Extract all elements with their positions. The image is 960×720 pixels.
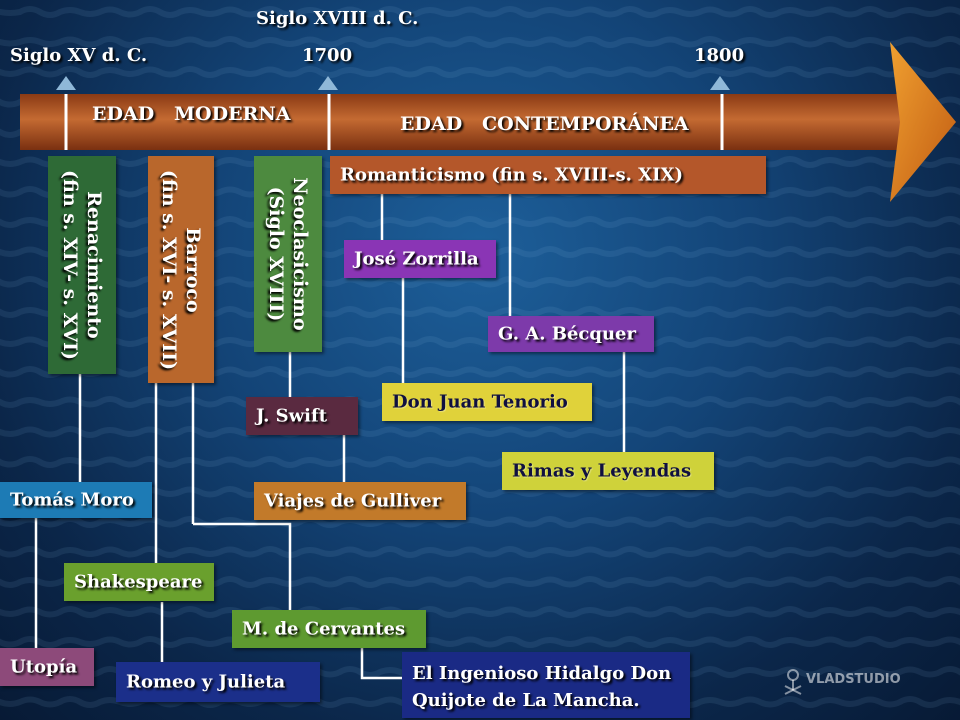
wave-line [0,276,960,288]
wave-line [0,606,960,618]
marker-triangle-1800 [710,76,730,90]
work-utopia: Utopía [0,648,94,686]
work-romeo-y-julieta: Romeo y Julieta [116,662,320,702]
marker-triangle-1700 [318,76,338,90]
work-don-juan-tenorio: Don Juan Tenorio [382,383,592,421]
wave-line [0,216,960,228]
movement-neoclasicismo: Neoclasicismo (Siglo XVIII) [254,156,322,352]
wave-line [0,66,960,78]
wave-line [0,366,960,378]
vladstudio-logo-icon [784,669,802,695]
wave-line [0,6,960,18]
timeline-arrow-body [20,94,900,150]
wave-line [0,36,960,48]
work-quijote: El Ingenioso Hidalgo Don Quijote de La M… [402,652,690,718]
work-viajes-de-gulliver: Viajes de Gulliver [254,482,466,520]
author-zorrilla: José Zorrilla [344,240,496,278]
wave-line [0,546,960,558]
movement-neoclasicismo-label: Neoclasicismo (Siglo XVIII) [265,177,311,331]
era-label-moderna: EDAD MODERNA [92,103,291,125]
era-label-contemporanea: EDAD CONTEMPORÁNEA [400,113,689,135]
marker-label-1800: 1800 [694,45,745,66]
marker-triangle-xv [56,76,76,90]
timeline-arrow-head [890,42,956,202]
author-cervantes: M. de Cervantes [232,610,426,648]
author-becquer: G. A. Bécquer [488,316,654,352]
wave-line [0,516,960,528]
movement-renacimiento: Renacimiento (fin s. XIV- s. XVI) [48,156,116,374]
work-rimas-y-leyendas: Rimas y Leyendas [502,452,714,490]
wave-line [0,426,960,438]
top-century-label: Siglo XVIII d. C. [256,8,419,29]
movement-romanticismo: Romanticismo (fin s. XVIII-s. XIX) [330,156,766,194]
wave-line [0,336,960,348]
movement-barroco-label: Barroco (fin s. XVI- s. XVII) [158,169,204,370]
wave-line [0,636,960,648]
movement-renacimiento-label: Renacimiento (fin s. XIV- s. XVI) [59,170,105,360]
connectors [34,193,626,680]
movement-barroco: Barroco (fin s. XVI- s. XVII) [148,156,214,383]
marker-label-1700: 1700 [302,45,353,66]
author-shakespeare: Shakespeare [64,563,214,601]
marker-label-xv: Siglo XV d. C. [10,45,148,66]
author-swift: J. Swift [246,397,358,435]
wave-line [0,306,960,318]
wave-line [0,456,960,468]
author-tomas-moro: Tomás Moro [0,482,152,518]
vladstudio-watermark: VLADSTUDIO [806,672,901,687]
